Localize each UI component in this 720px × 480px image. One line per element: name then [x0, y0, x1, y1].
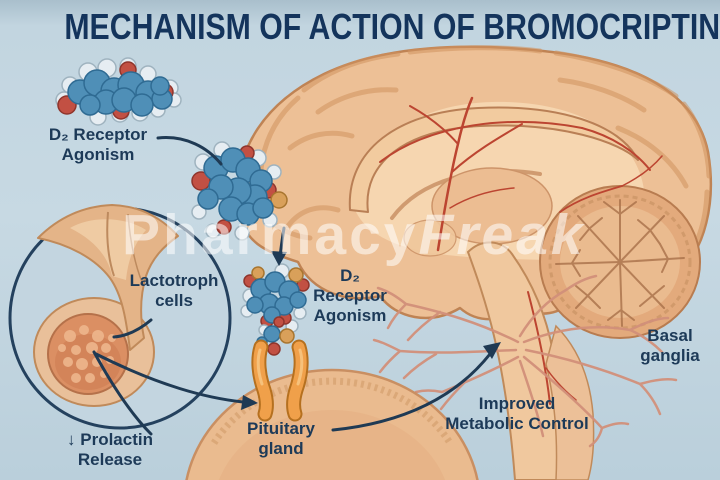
funnel-groove	[127, 213, 143, 283]
label-line: Lactotroph	[129, 271, 219, 290]
label-line: ganglia	[640, 346, 700, 365]
label-basal-ganglia: Basal ganglia	[640, 326, 700, 366]
watermark: PharmacyFreak	[122, 202, 586, 268]
arrow-pituitary-to-basal-ganglia	[331, 352, 492, 432]
label-line: Pituitary	[246, 419, 316, 438]
label-line: Metabolic Control	[445, 414, 589, 433]
label-line: gland	[258, 439, 304, 458]
watermark-part2: Freak	[418, 203, 586, 267]
infundibulum-funnel	[37, 204, 179, 351]
label-d2-receptor-agonism-top: D₂ Receptor Agonism	[49, 125, 147, 165]
label-line: D₂ Receptor	[48, 125, 148, 144]
label-line: Improved	[478, 394, 556, 413]
label-line: Basal	[647, 326, 693, 345]
medulla	[545, 324, 595, 480]
hypothalamus	[403, 219, 457, 257]
bromocriptine-molecule-receptor-site	[240, 263, 310, 333]
label-line: Release	[77, 450, 143, 469]
funnel-groove	[106, 211, 115, 277]
page-title: MECHANISM OF ACTION OF BROMOCRIPTINE	[0, 8, 720, 48]
basal-ganglia-nerves	[372, 274, 678, 448]
arbor-vitae	[555, 199, 685, 327]
label-line: ↓ Prolactin	[67, 430, 153, 449]
label-line: Receptor	[313, 286, 387, 305]
label-line: Agonism	[313, 306, 387, 325]
brain-illustration	[236, 45, 713, 480]
artery-network	[379, 96, 663, 405]
label-d2-receptor-agonism-mid: D₂ Receptor Agonism	[313, 266, 387, 326]
arrowhead-basal-ganglia	[483, 342, 501, 359]
label-line: Agonism	[61, 145, 135, 164]
label-improved-metabolic-control: Improved Metabolic Control	[445, 394, 589, 434]
membrane-speckle-band	[211, 377, 453, 445]
corpus-callosum	[348, 106, 639, 213]
arrow-lactotroph-to-receptor	[94, 352, 245, 404]
bromocriptine-molecule-top	[55, 57, 182, 126]
label-pituitary-gland: Pituitary gland	[247, 419, 315, 459]
label-prolactin-release: ↓ Prolactin Release	[67, 430, 153, 470]
label-line: D₂	[340, 266, 360, 285]
label-line: cells	[155, 291, 193, 310]
arrowhead-receptor	[241, 395, 258, 410]
cerebellum	[539, 185, 701, 339]
arrowheads	[241, 251, 501, 410]
cell-membrane	[185, 368, 479, 480]
d2-receptor-illustration	[251, 339, 309, 422]
watermark-part1: Pharmacy	[122, 203, 419, 267]
pointer-lactotroph-to-bulb	[112, 318, 153, 339]
line-d2label-to-molecule	[156, 136, 223, 166]
label-lactotroph-cells: Lactotroph cells	[130, 271, 219, 311]
pointer-bulb-to-prolactin	[92, 350, 153, 436]
arrowhead-molecule	[271, 251, 287, 266]
bromocriptine-molecule-middle	[191, 141, 288, 241]
page-title-text: MECHANISM OF ACTION OF BROMOCRIPTINE	[64, 6, 720, 47]
